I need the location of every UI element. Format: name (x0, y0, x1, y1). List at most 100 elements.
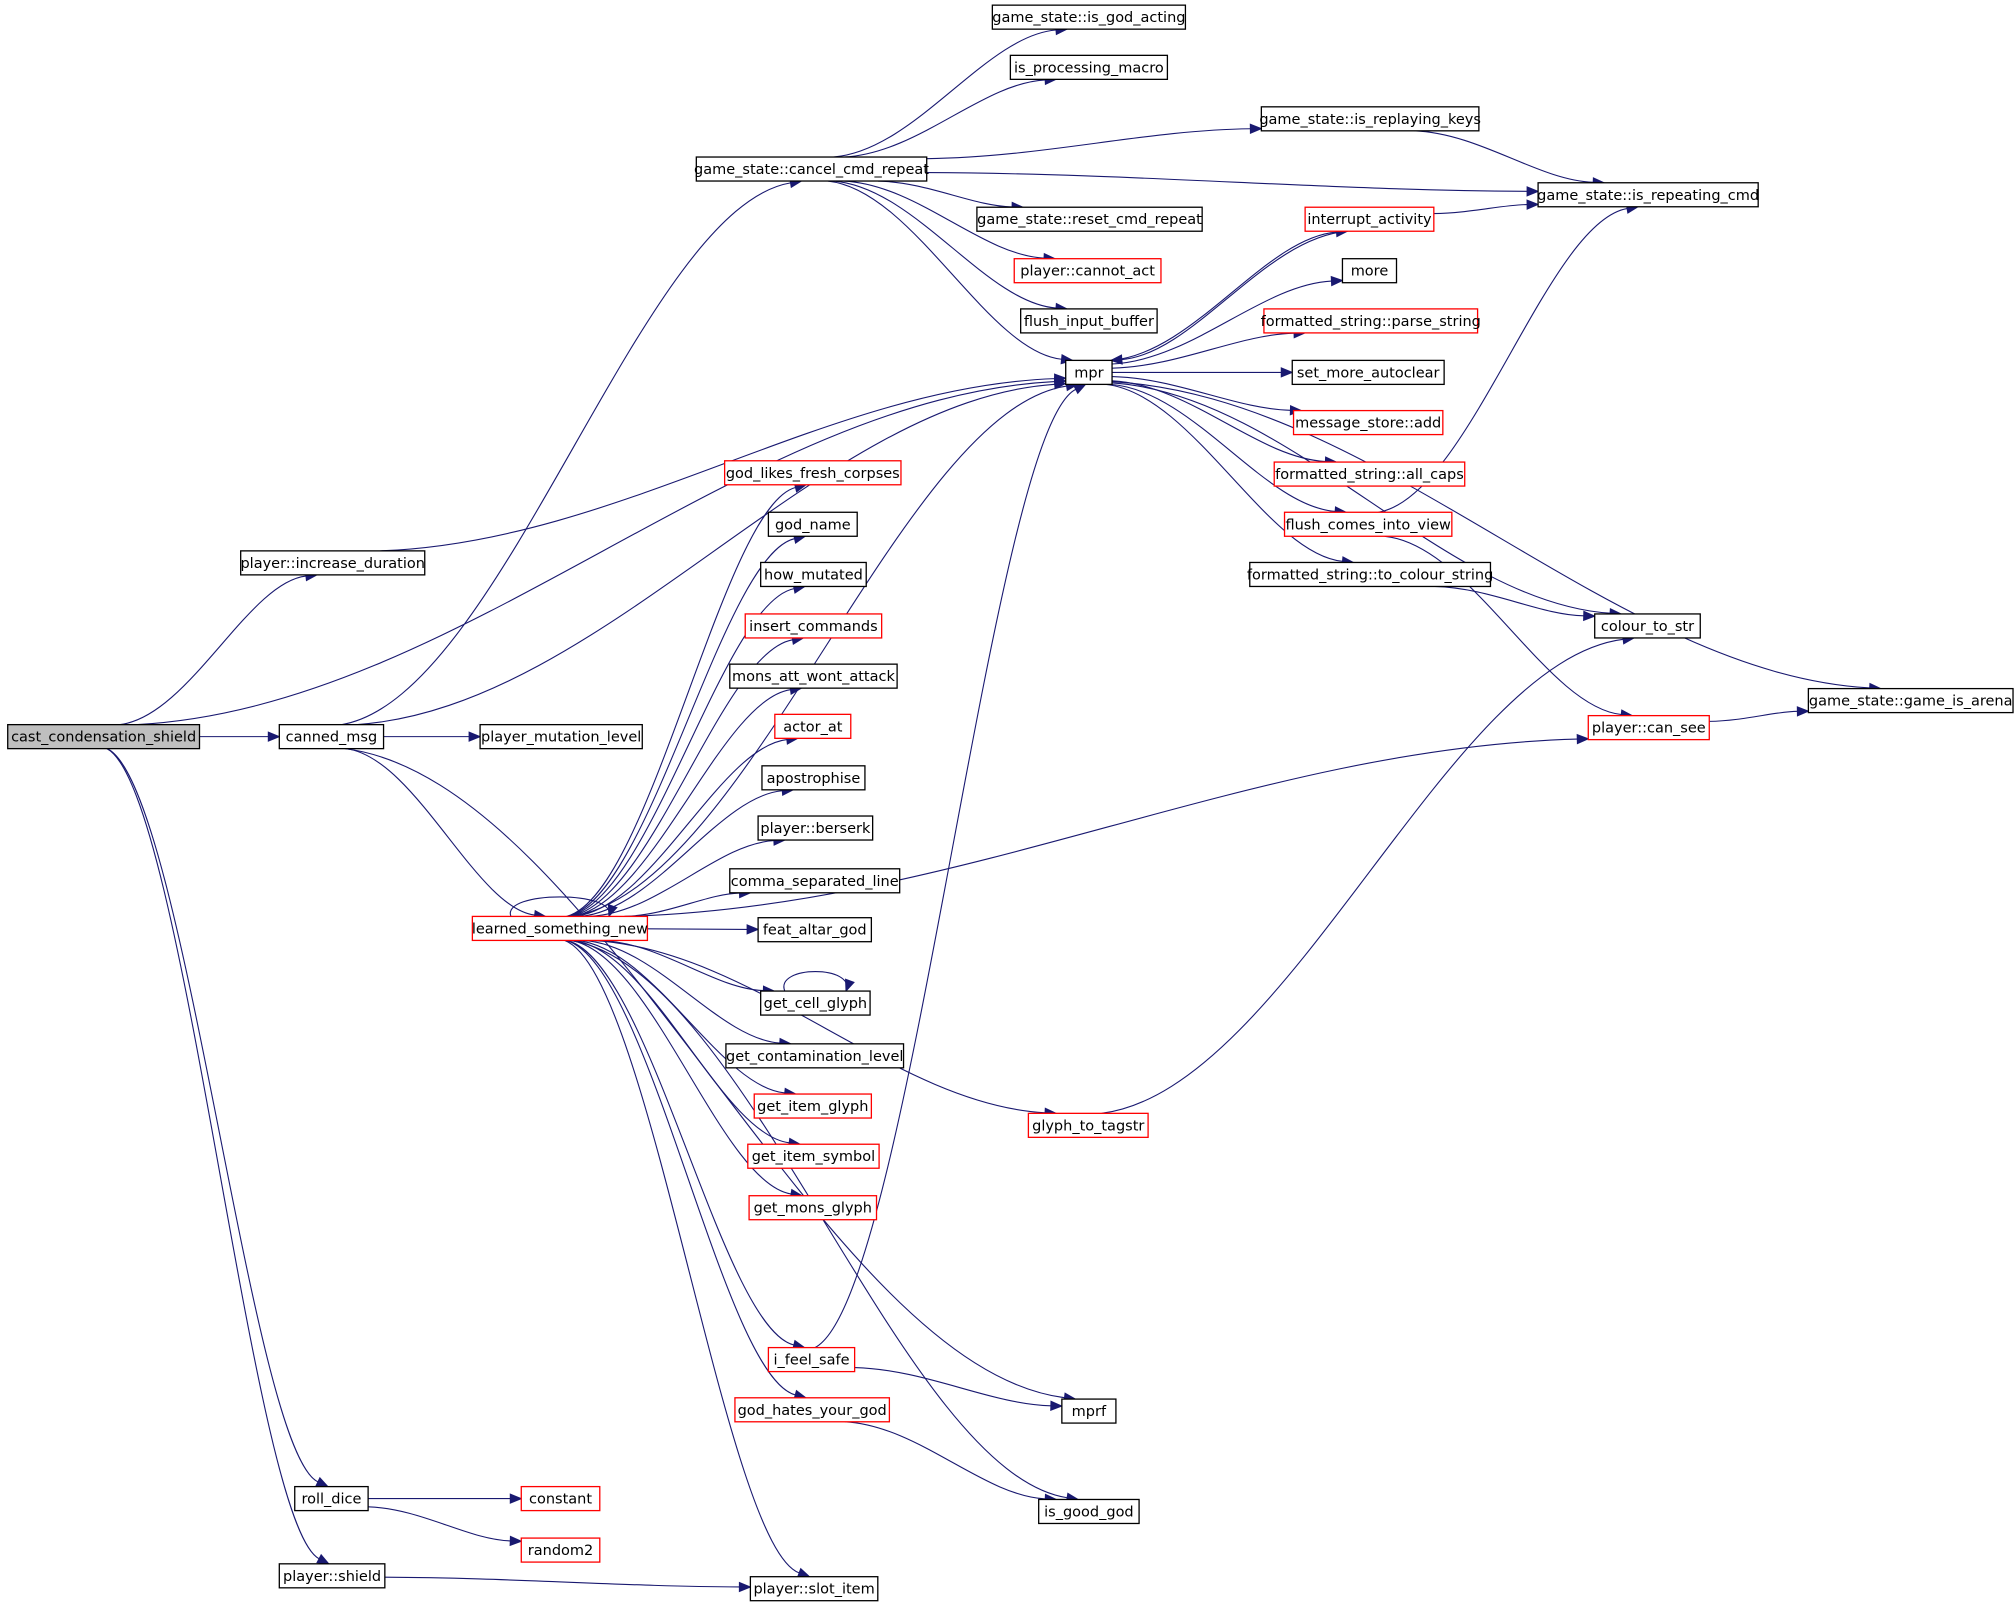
node-reset-cmd-repeat[interactable]: game_state::reset_cmd_repeat (976, 206, 1203, 232)
edge-line (1414, 130, 1594, 183)
node-label: get_item_glyph (757, 1099, 868, 1115)
node-cast-condensation-shield[interactable]: cast_condensation_shield (7, 723, 201, 750)
node-label: game_state::is_god_acting (992, 10, 1185, 26)
node-player-shield[interactable]: player::shield (278, 1563, 386, 1589)
node-box (1341, 258, 1398, 284)
node-is-good-god[interactable]: is_good_god (1038, 1498, 1140, 1525)
node-comma-separated-line[interactable]: comma_separated_line (729, 868, 901, 894)
node-label: apostrophise (767, 771, 861, 787)
node-flush-comes-into-view[interactable]: flush_comes_into_view (1283, 511, 1453, 537)
node-constant[interactable]: constant (520, 1485, 601, 1512)
edge-line (833, 29, 1057, 158)
edge-arrow (1796, 706, 1810, 717)
node-box (767, 1346, 856, 1373)
node-god-name[interactable]: god_name (767, 511, 858, 537)
edge-roll-dice-to-random2 (368, 1506, 523, 1547)
node-all-caps[interactable]: formatted_string::all_caps (1273, 461, 1466, 487)
node-layer: cast_condensation_shield player::increase… (7, 4, 2014, 1602)
node-is-processing-macro[interactable]: is_processing_macro (1009, 54, 1169, 80)
node-box (734, 1397, 891, 1423)
node-how-mutated[interactable]: how_mutated (760, 561, 867, 588)
node-label: player::shield (283, 1569, 381, 1585)
edge-arrow (468, 731, 482, 742)
node-label: game_state::game_is_arena (1809, 694, 2013, 710)
node-learned-something-new[interactable]: learned_something_new (471, 915, 648, 942)
node-box (1013, 258, 1162, 284)
node-label: i_feel_safe (774, 1353, 850, 1369)
node-interrupt-activity[interactable]: interrupt_activity (1304, 206, 1435, 232)
node-get-item-symbol[interactable]: get_item_symbol (747, 1143, 880, 1169)
node-box (1038, 1498, 1140, 1525)
node-mprf[interactable]: mprf (1061, 1398, 1117, 1424)
node-random2[interactable]: random2 (520, 1537, 601, 1563)
node-is-god-acting[interactable]: game_state::is_god_acting (991, 4, 1187, 30)
node-player-berserk[interactable]: player::berserk (757, 815, 874, 841)
edge-mpr-to-more (1112, 275, 1344, 365)
node-label: colour_to_str (1601, 619, 1694, 635)
node-label: player::slot_item (753, 1582, 874, 1598)
node-to-colour-string[interactable]: formatted_string::to_colour_string (1247, 561, 1493, 588)
node-mons-att-wont-attack[interactable]: mons_att_wont_attack (729, 663, 898, 689)
edge-line (1434, 585, 1584, 617)
node-box (1292, 409, 1444, 436)
edge-arrow (1280, 367, 1294, 378)
node-box (1273, 461, 1466, 487)
node-is-repeating-cmd[interactable]: game_state::is_repeating_cmd (1537, 182, 1759, 208)
node-label: comma_separated_line (731, 874, 899, 890)
node-message-store-add[interactable]: message_store::add (1292, 409, 1444, 436)
edge-line (844, 79, 1046, 158)
node-roll-dice[interactable]: roll_dice (294, 1485, 369, 1512)
edge-arrow (267, 731, 281, 742)
node-slot-item[interactable]: player::slot_item (749, 1576, 879, 1602)
node-increase-duration[interactable]: player::increase_duration (240, 550, 426, 576)
node-i-feel-safe[interactable]: i_feel_safe (767, 1346, 856, 1373)
node-cannot-act[interactable]: player::cannot_act (1013, 258, 1162, 284)
edge-arrow (509, 1493, 523, 1504)
edge-learned-something-new-to-feat-altar-god (647, 924, 760, 935)
node-player-can-see[interactable]: player::can_see (1587, 714, 1710, 741)
node-label: feat_altar_god (763, 923, 867, 939)
node-label: game_state::is_repeating_cmd (1537, 188, 1759, 204)
edge-line (1112, 381, 1870, 689)
node-flush-input-buffer[interactable]: flush_input_buffer (1020, 308, 1158, 334)
edge-line (569, 639, 793, 917)
node-god-likes-fresh-corpses[interactable]: god_likes_fresh_corpses (723, 460, 902, 486)
node-glyph-to-tagstr[interactable]: glyph_to_tagstr (1027, 1112, 1149, 1138)
node-label: insert_commands (749, 619, 878, 635)
edge-cast-condensation-shield-to-increase-duration (119, 570, 319, 726)
node-get-item-glyph[interactable]: get_item_glyph (753, 1093, 873, 1119)
node-set-more-autoclear[interactable]: set_more_autoclear (1291, 359, 1445, 386)
node-colour-to-str[interactable]: colour_to_str (1594, 613, 1701, 639)
node-box (1263, 308, 1479, 334)
node-apostrophise[interactable]: apostrophise (761, 765, 866, 791)
edge-line (1378, 208, 1628, 513)
node-box (757, 815, 874, 841)
node-label: is_processing_macro (1014, 60, 1164, 76)
node-feat-altar-god[interactable]: feat_altar_god (757, 917, 873, 943)
node-get-cell-glyph[interactable]: get_cell_glyph (760, 990, 871, 1016)
node-insert-commands[interactable]: insert_commands (744, 613, 883, 639)
node-actor-at[interactable]: actor_at (774, 713, 852, 739)
edge-line (1112, 376, 1291, 411)
node-game-is-arena[interactable]: game_state::game_is_arena (1807, 687, 2014, 714)
node-player-mutation-level[interactable]: player_mutation_level (479, 723, 643, 750)
node-god-hates-your-god[interactable]: god_hates_your_god (734, 1397, 891, 1423)
node-get-contamination-level[interactable]: get_contamination_level (725, 1043, 905, 1069)
node-parse-string[interactable]: formatted_string::parse_string (1261, 308, 1481, 334)
edge-line (384, 1576, 740, 1588)
edge-line (580, 790, 783, 917)
node-cancel-cmd-repeat[interactable]: game_state::cancel_cmd_repeat (694, 156, 929, 182)
edge-interrupt-activity-to-mpr (1109, 230, 1348, 365)
node-more[interactable]: more (1341, 258, 1398, 284)
node-box (1587, 714, 1710, 741)
node-label: random2 (528, 1543, 593, 1559)
edge-line (814, 388, 1076, 1349)
node-is-replaying-keys[interactable]: game_state::is_replaying_keys (1259, 106, 1481, 132)
node-canned-msg[interactable]: canned_msg (278, 723, 385, 750)
edge-line (106, 748, 319, 1483)
node-box (761, 765, 866, 791)
node-mpr[interactable]: mpr (1065, 359, 1113, 386)
edge-line (1121, 230, 1348, 361)
edge-canned-msg-to-mpr (356, 379, 1068, 726)
node-get-mons-glyph[interactable]: get_mons_glyph (748, 1195, 878, 1221)
